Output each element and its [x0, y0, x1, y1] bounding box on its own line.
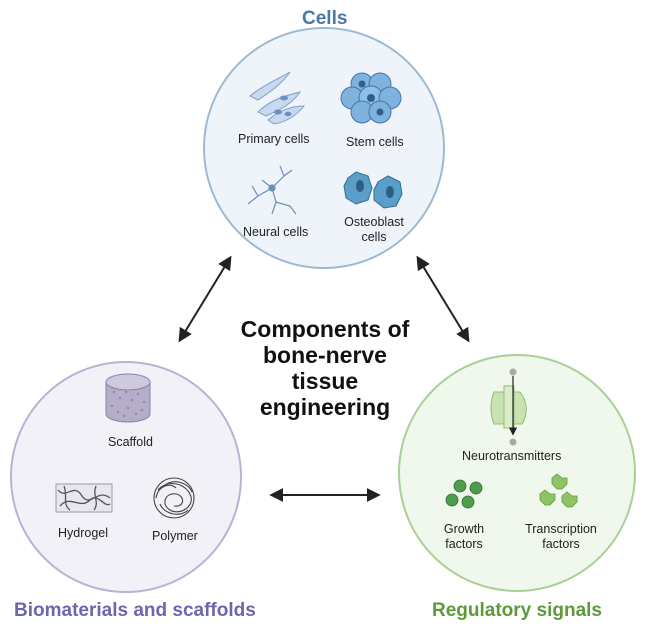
osteoblast-cells-label: Osteoblast cells: [342, 215, 406, 245]
growth-label-line1: Growth: [443, 522, 485, 536]
center-title-line2: bone-nerve: [263, 342, 387, 368]
neural-cells-icon: [247, 165, 297, 215]
center-title-line1: Components of: [240, 316, 410, 342]
regulatory-circle: [398, 354, 636, 592]
growth-label-line2: factors: [445, 537, 483, 551]
primary-cells-label: Primary cells: [238, 132, 310, 146]
hydrogel-icon: [55, 483, 113, 513]
transcription-label-line1: Transcription: [525, 522, 597, 536]
arrow-cells-biomaterials: [178, 255, 232, 343]
regulatory-heading: Regulatory signals: [432, 600, 602, 621]
osteoblast-label-line2: cells: [361, 230, 387, 244]
arrow-cells-regulatory: [416, 255, 470, 343]
polymer-label: Polymer: [152, 529, 198, 543]
transcription-factors-icon: [539, 473, 578, 508]
hydrogel-label: Hydrogel: [58, 526, 109, 540]
stem-cells-icon: [340, 72, 402, 124]
center-title: Components of bone-nerve tissue engineer…: [205, 316, 445, 420]
transcription-factors-label: Transcription factors: [518, 522, 604, 552]
polymer-icon: [153, 477, 195, 519]
cells-heading: Cells: [302, 8, 348, 29]
neural-cells-label: Neural cells: [243, 225, 309, 239]
growth-factors-label: Growth factors: [436, 522, 492, 552]
transcription-label-line2: factors: [542, 537, 580, 551]
growth-factors-icon: [445, 479, 483, 509]
center-title-line4: engineering: [259, 394, 391, 420]
primary-cells-icon: [249, 71, 306, 125]
biomaterials-heading: Biomaterials and scaffolds: [14, 600, 256, 621]
cells-circle: [203, 27, 445, 269]
osteoblast-cells-icon: [343, 171, 403, 209]
biomaterials-circle: [10, 361, 242, 593]
neurotransmitters-label: Neurotransmitters: [462, 449, 562, 463]
center-title-line3: tissue: [291, 368, 359, 394]
stem-cells-label: Stem cells: [346, 135, 404, 149]
scaffold-icon: [105, 373, 151, 423]
osteoblast-label-line1: Osteoblast: [344, 215, 404, 229]
scaffold-label: Scaffold: [108, 435, 153, 449]
neurotransmitters-icon: [490, 368, 527, 446]
